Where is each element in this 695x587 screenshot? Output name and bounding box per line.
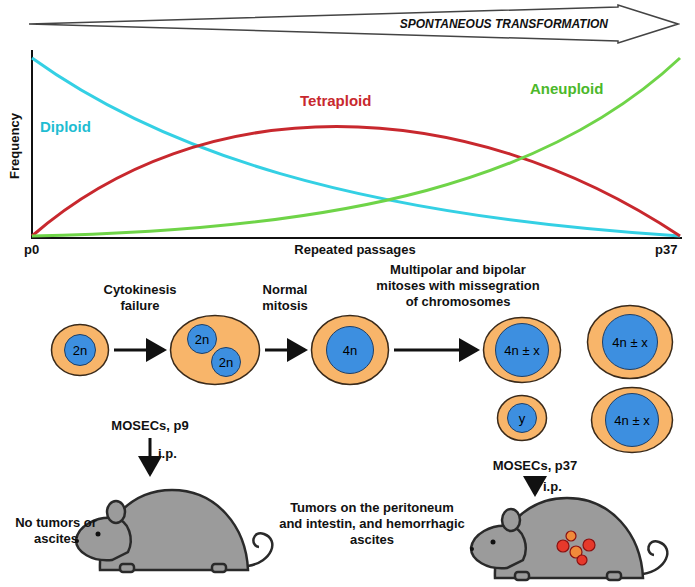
nucleus-text: 2n: [195, 332, 209, 347]
aneuploid-curve: [32, 58, 680, 236]
cell: 4n ± x: [482, 316, 562, 384]
nucleus: 2n: [64, 334, 96, 366]
progress-arrow: SPONTANEOUS TRANSFORMATION: [28, 4, 680, 44]
diploid-curve: [32, 58, 680, 236]
edge-label: Multipolar and bipolar mitoses with miss…: [369, 262, 547, 310]
x-axis: [31, 237, 682, 239]
text-label: Tumors on the peritoneum and intestin, a…: [277, 500, 467, 548]
text-label: p37: [655, 242, 677, 258]
cell: 4n: [310, 314, 390, 386]
cell: 4n ± x: [586, 304, 674, 380]
cell-body: [498, 396, 547, 441]
cell-body: [588, 306, 673, 379]
curve-label: Tetraploid: [300, 92, 371, 110]
nucleus-text: 4n ± x: [504, 343, 539, 358]
nucleus: y: [507, 403, 537, 433]
nucleus-text: 2n: [73, 343, 87, 358]
cell-body: [592, 388, 673, 453]
transition-arrow: [114, 349, 164, 352]
cell-body: [484, 318, 561, 383]
nucleus: 4n ± x: [495, 323, 549, 377]
arrow-title: SPONTANEOUS TRANSFORMATION: [400, 4, 608, 44]
nucleus: 4n: [326, 326, 374, 374]
text-label: Repeated passages: [255, 242, 455, 258]
nucleus-text: 2n: [219, 355, 233, 370]
text-label: No tumors or ascites: [6, 515, 106, 547]
nucleus: 2n: [211, 347, 241, 377]
edge-label: Cytokinesis failure: [95, 282, 185, 314]
nucleus-text: y: [519, 411, 526, 426]
edge-label: Normal mitosis: [249, 282, 321, 314]
nucleus: 2n: [187, 324, 217, 354]
axis-label: Frequency: [7, 101, 23, 191]
text-label: p0: [24, 242, 39, 258]
curve-label: Aneuploid: [530, 80, 603, 98]
transition-arrow: [265, 349, 305, 352]
injection-arrow: [149, 438, 152, 474]
nucleus-text: 4n ± x: [612, 335, 647, 350]
text-label: i.p.: [543, 479, 562, 495]
injection-arrow: [534, 478, 537, 494]
tetraploid-curve: [32, 127, 680, 237]
cell: 2n 2n: [169, 314, 261, 386]
nucleus-text: 4n: [343, 343, 357, 358]
text-label: i.p.: [158, 446, 177, 462]
text-label: MOSECs, p9: [85, 418, 215, 434]
curve-label: Diploid: [40, 118, 91, 136]
cell-body: [312, 316, 389, 385]
cell-body: [52, 325, 109, 376]
cell: 4n ± x: [590, 386, 674, 454]
cell: y: [496, 394, 548, 442]
cell-body: [171, 316, 260, 385]
nucleus: 4n ± x: [605, 393, 659, 447]
mouse: [470, 498, 667, 580]
y-axis: [31, 50, 33, 238]
nucleus: 4n ± x: [602, 314, 658, 370]
nucleus-text: 4n ± x: [614, 413, 649, 428]
tumors: [557, 531, 595, 565]
mouse: [75, 490, 272, 572]
cell: 2n: [50, 323, 110, 377]
text-label: MOSECs, p37: [470, 458, 600, 474]
transition-arrow: [394, 349, 477, 352]
arrow-shape: [29, 5, 678, 43]
